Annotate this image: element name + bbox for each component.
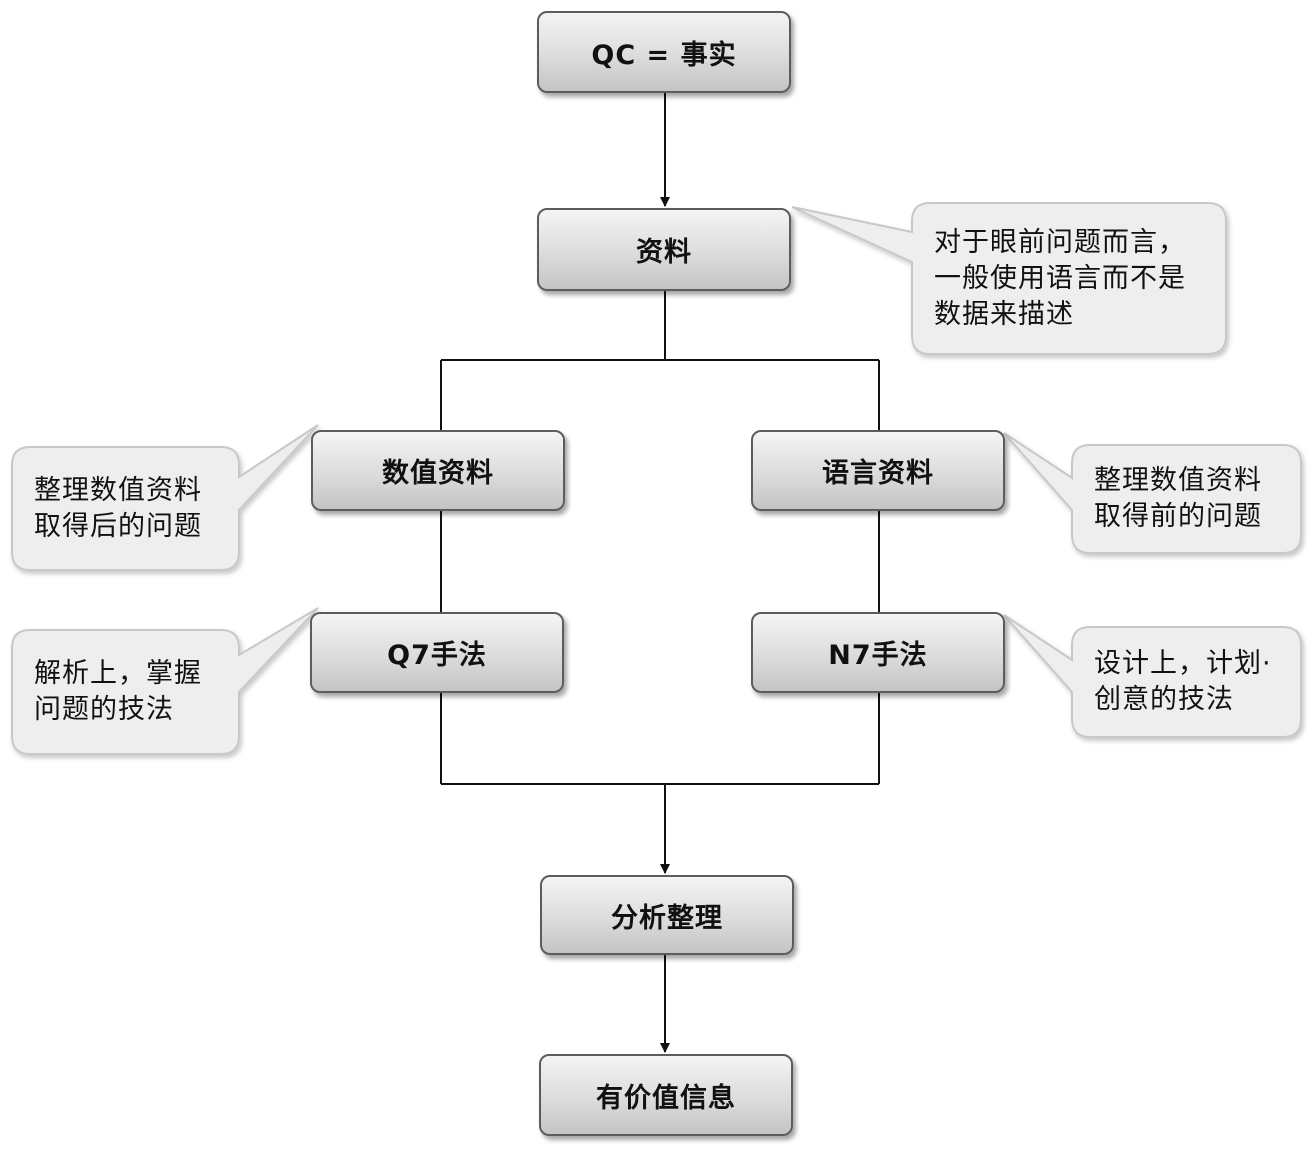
callout-n7-note: 设计上，计划· 创意的技法 [1072, 627, 1301, 737]
callout-data-line-1: 对于眼前问题而言， [934, 226, 1186, 258]
callout-bubble-numeric [11, 424, 319, 571]
callout-bubble-n7 [1003, 614, 1302, 738]
node-q7-method: Q7手法 [310, 612, 564, 693]
node-qc-fact: QC = 事实 [537, 11, 791, 93]
callout-data-line-2: 一般使用语言而不是 [934, 262, 1186, 294]
callout-q7-line-2: 问题的技法 [34, 694, 174, 725]
callout-n7-line-2: 创意的技法 [1094, 684, 1234, 715]
node-numeric-data: 数值资料 [311, 430, 565, 511]
callout-data-line-3: 数据来描述 [934, 298, 1074, 330]
callout-language-line-1: 整理数值资料 [1094, 465, 1262, 496]
callout-numeric-line-1: 整理数值资料 [34, 474, 202, 506]
callout-n7-line-1: 设计上，计划· [1094, 648, 1272, 679]
callout-language-note: 整理数值资料 取得前的问题 [1072, 445, 1301, 553]
callout-numeric-line-2: 取得后的问题 [34, 510, 202, 542]
callout-bubble-language [1003, 432, 1302, 554]
callout-bubble-q7 [11, 607, 319, 755]
node-n7-method: N7手法 [751, 612, 1005, 693]
callout-q7-line-1: 解析上，掌握 [34, 658, 202, 689]
node-data: 资料 [537, 208, 791, 291]
callout-q7-note: 解析上，掌握 问题的技法 [12, 630, 239, 754]
node-analysis: 分析整理 [540, 875, 794, 955]
callout-language-line-2: 取得前的问题 [1094, 501, 1262, 532]
callout-bubble-data [791, 202, 1227, 355]
callout-data-note: 对于眼前问题而言， 一般使用语言而不是 数据来描述 [912, 203, 1226, 354]
node-valuable-info: 有价值信息 [539, 1054, 793, 1136]
callout-numeric-note: 整理数值资料 取得后的问题 [12, 447, 239, 570]
node-language-data: 语言资料 [751, 430, 1005, 511]
